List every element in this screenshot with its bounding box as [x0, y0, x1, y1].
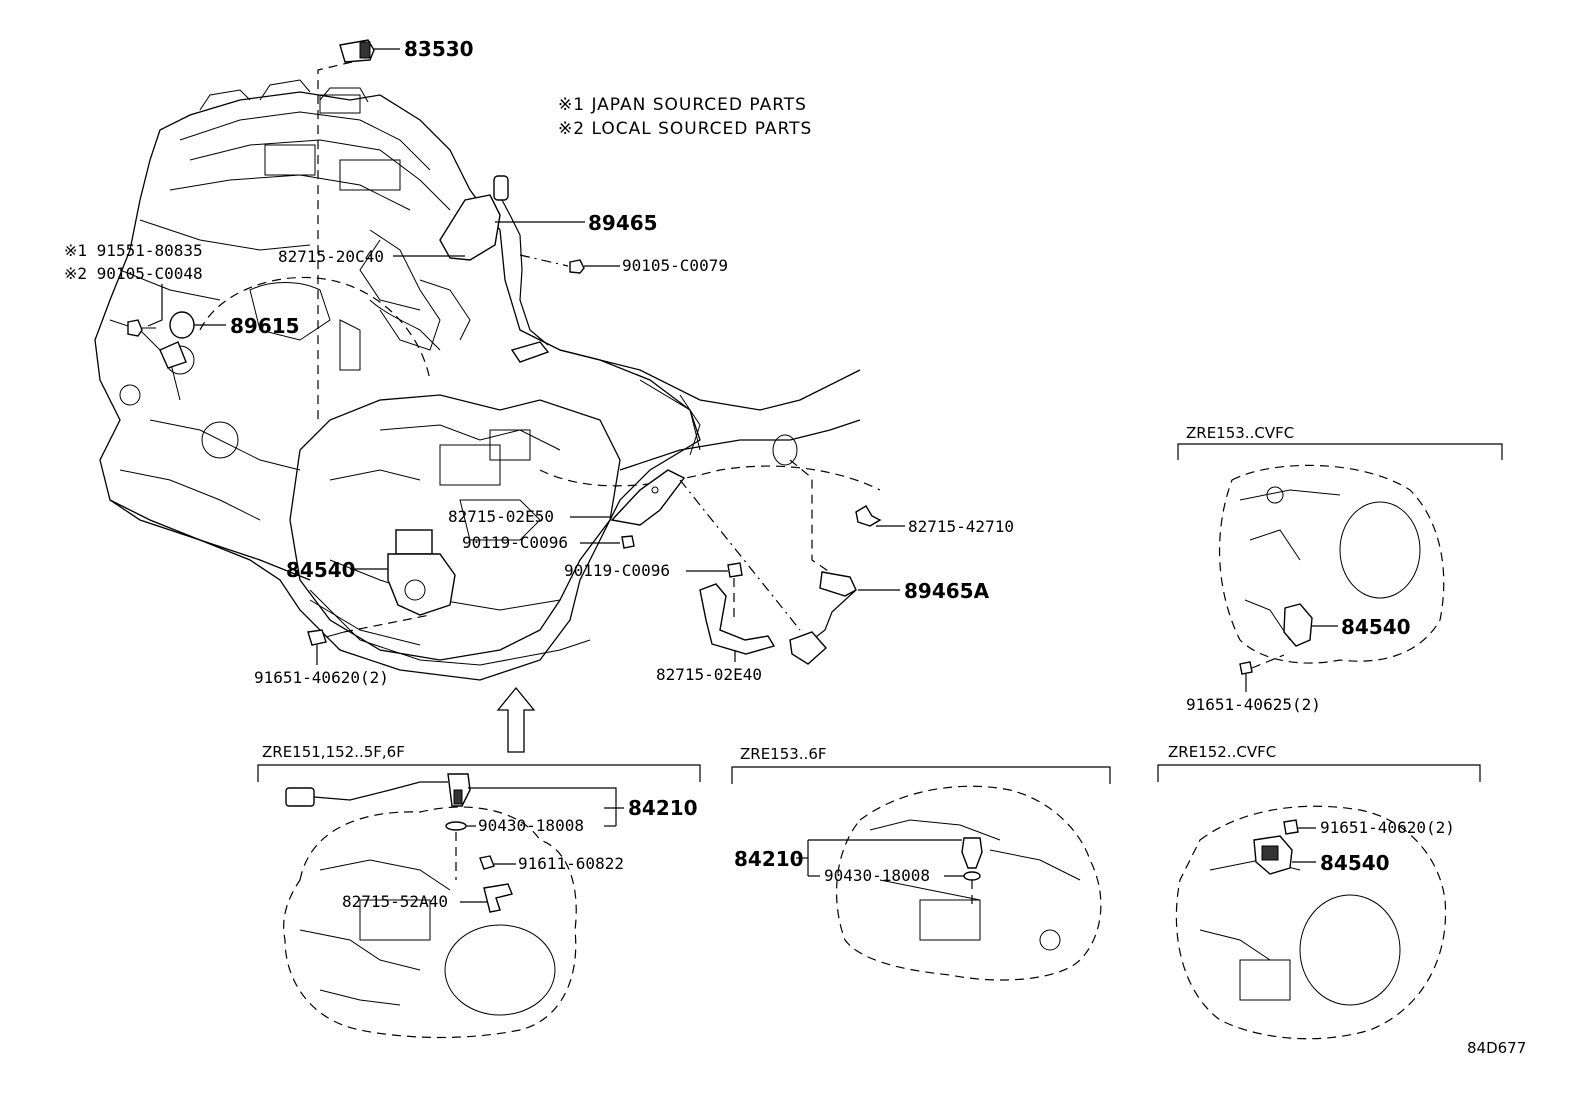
- label-82715-02e40: 82715-02E40: [656, 665, 762, 684]
- label-84210-a: 84210: [628, 796, 698, 820]
- bracket-zre152-cvfc: [1157, 764, 1481, 782]
- part-89615-icon: [159, 311, 195, 369]
- bolt-91611-icon: [479, 855, 495, 870]
- leader-90105-c0048: [147, 284, 163, 327]
- washer-90430-a-icon: [445, 821, 467, 831]
- label-84540-cvfc153: 84540: [1341, 615, 1411, 639]
- part-84540-cvfc153-icon: [1283, 603, 1313, 647]
- label-91651-40620-main: 91651-40620(2): [254, 668, 389, 687]
- variant-zre151-152: ZRE151,152..5F,6F: [262, 743, 405, 761]
- engine-assembly: [94, 79, 881, 681]
- label-90430-18008-a: 90430-18008: [478, 816, 584, 835]
- bolt-91651-cvfc152-icon: [1283, 819, 1299, 835]
- leader-91651-main-dash: [343, 614, 431, 633]
- variant-zre153-cvfc: ZRE153..CVFC: [1186, 424, 1294, 442]
- diagram-code: 84D677: [1467, 1039, 1526, 1057]
- leader-90105-c0079-dash: [519, 254, 569, 267]
- label-90105-c0048: ※2 90105-C0048: [64, 264, 203, 283]
- label-83530: 83530: [404, 37, 474, 61]
- label-91551-80835: ※1 91551-80835: [64, 241, 203, 260]
- part-89465a-icon: [789, 571, 857, 665]
- bracket-82715-02e40-icon: [699, 583, 776, 655]
- label-91651-40620-cvfc152: 91651-40620(2): [1320, 818, 1455, 837]
- inset-zre153-cvfc: ZRE153..CVFC 84540 91651-40625(2): [1177, 424, 1503, 714]
- note-japan-sourced: ※1 JAPAN SOURCED PARTS: [558, 95, 807, 115]
- variant-zre153-6f: ZRE153..6F: [740, 745, 827, 763]
- label-89465a: 89465A: [904, 579, 990, 603]
- label-90105-c0079: 90105-C0079: [622, 256, 728, 275]
- bolt-90119-a-icon: [621, 535, 635, 549]
- label-82715-20c40: 82715-20C40: [278, 247, 384, 266]
- bracket-zre153-6f: [731, 766, 1111, 784]
- part-84540-cvfc152-icon: [1253, 835, 1293, 875]
- label-84540-main: 84540: [286, 558, 356, 582]
- bracket-zre153-cvfc: [1177, 443, 1503, 460]
- label-82715-52a40: 82715-52A40: [342, 892, 448, 911]
- leader-91651-40625-dash: [1251, 654, 1285, 669]
- clip-82715-42710-icon: [855, 505, 882, 527]
- bracket-82715-02e50-icon: [610, 469, 686, 526]
- leader-89465a-bracket: [679, 479, 801, 631]
- leader-84210-a: [468, 787, 617, 826]
- part-83530-icon: [339, 39, 375, 63]
- leader-89465a-dash: [789, 459, 835, 576]
- inset-zre151-152: ZRE151,152..5F,6F 84210 90430-18008 9161…: [257, 743, 701, 1039]
- label-89615: 89615: [230, 314, 300, 338]
- bolt-90119-b-icon: [727, 562, 743, 578]
- bolt-90105-c0048-icon: [127, 319, 156, 337]
- bracket-zre151-152: [257, 764, 701, 782]
- leader-83530: [317, 61, 353, 420]
- washer-90430-b-icon: [963, 871, 981, 881]
- bolt-90105-c0079-icon: [569, 259, 585, 274]
- label-82715-02e50: 82715-02E50: [448, 507, 554, 526]
- label-90430-18008-b: 90430-18008: [824, 866, 930, 885]
- label-91611-60822: 91611-60822: [518, 854, 624, 873]
- inset-zre152-cvfc: ZRE152..CVFC 91651-40620(2) 84540: [1157, 743, 1481, 1040]
- label-84210-b: 84210: [734, 847, 804, 871]
- label-84540-cvfc152: 84540: [1320, 851, 1390, 875]
- bracket-82715-52a40-icon: [483, 883, 513, 913]
- part-84210-a-icon: [285, 773, 471, 807]
- note-local-sourced: ※2 LOCAL SOURCED PARTS: [558, 119, 812, 139]
- bolt-91651-40625-icon: [1239, 661, 1253, 675]
- part-84540-main-icon: [387, 529, 456, 616]
- part-89465-icon: [439, 175, 550, 363]
- arrow-up-icon: [496, 686, 536, 753]
- label-90119-c0096-b: 90119-C0096: [564, 561, 670, 580]
- label-82715-42710: 82715-42710: [908, 517, 1014, 536]
- label-90119-c0096-a: 90119-C0096: [462, 533, 568, 552]
- bolt-91651-main-icon: [307, 629, 345, 646]
- variant-zre152-cvfc: ZRE152..CVFC: [1168, 743, 1276, 761]
- label-91651-40625: 91651-40625(2): [1186, 695, 1321, 714]
- part-84210-b-icon: [961, 837, 983, 869]
- inset-zre153-6f: ZRE153..6F 84210 90430-18008: [731, 745, 1111, 981]
- label-89465: 89465: [588, 211, 658, 235]
